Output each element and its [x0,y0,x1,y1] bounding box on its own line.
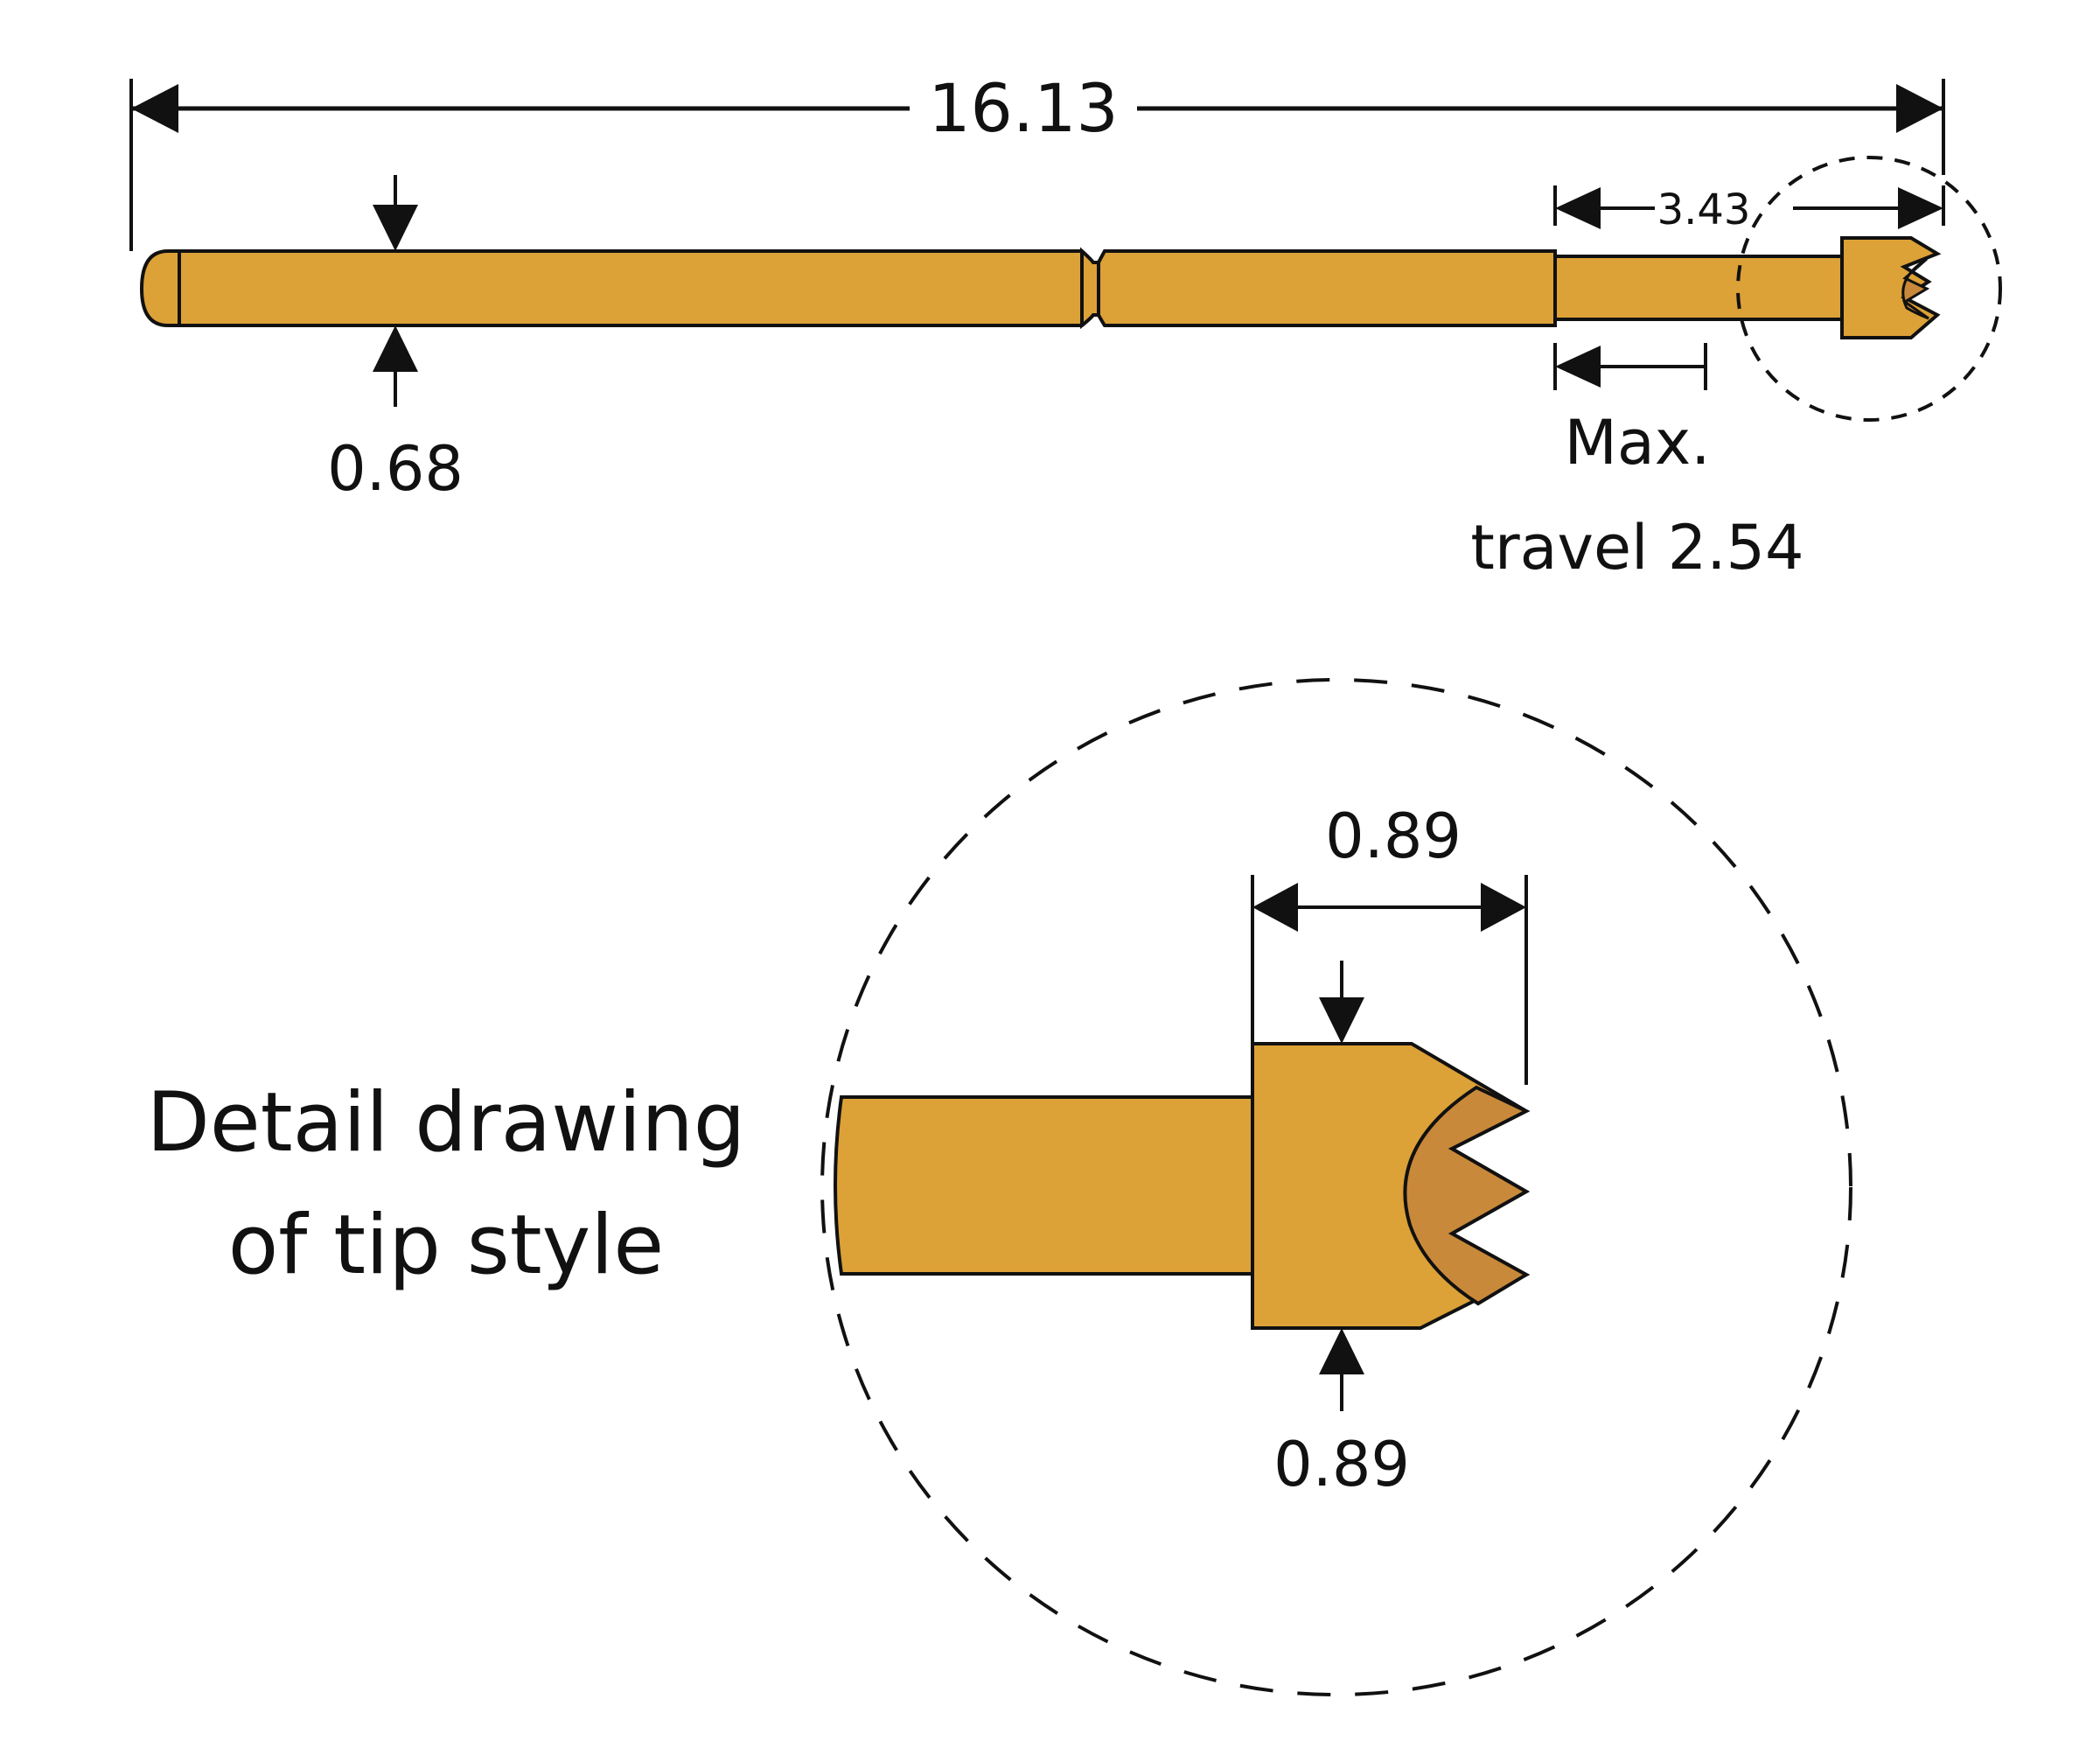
plunger-length-arrow-right [1898,187,1943,229]
tip-length-label: 0.89 [1325,801,1462,872]
probe-overview: 16.13 0.68 3.43 Max. travel 2.54 [129,69,2002,584]
detail-caption-line1: Detail drawing [147,1075,746,1171]
plunger-length-arrow-left [1555,187,1601,229]
barrel-diameter-label: 0.68 [327,433,464,505]
barrel-rear-section [1097,249,1557,327]
diameter-arrow-top [373,205,418,251]
tip-diameter-label: 0.89 [1273,1429,1410,1500]
max-travel-label-line1: Max. [1565,407,1711,479]
overall-arrow-left [131,84,178,133]
detail-reference-circle [1736,156,2002,422]
detail-circle [820,678,1852,1696]
tip-detail-view: 0.89 0.89 Detail drawing of tip style [147,678,1852,1696]
detail-crown-cutout [1403,1085,1531,1306]
plunger-tip-small-cutout [1901,257,1930,320]
detail-caption-line2: of tip style [228,1198,664,1293]
diameter-arrow-bottom [373,325,418,372]
overall-arrow-right [1896,84,1943,133]
plunger-shaft [1553,255,1844,321]
barrel [178,249,1094,327]
max-travel-label-line2: travel 2.54 [1470,512,1803,584]
overall-length-label: 16.13 [928,69,1119,147]
travel-arrow-left [1555,346,1601,388]
detail-plunger-shaft [834,1095,1254,1276]
tip-diameter-arrow-bottom [1319,1328,1364,1374]
tip-diameter-arrow-top [1319,997,1364,1044]
barrel-rounded-end [139,249,181,327]
plunger-length-label: 3.43 [1657,185,1751,234]
tip-length-arrow-right [1481,883,1526,932]
tip-length-arrow-left [1252,883,1298,932]
